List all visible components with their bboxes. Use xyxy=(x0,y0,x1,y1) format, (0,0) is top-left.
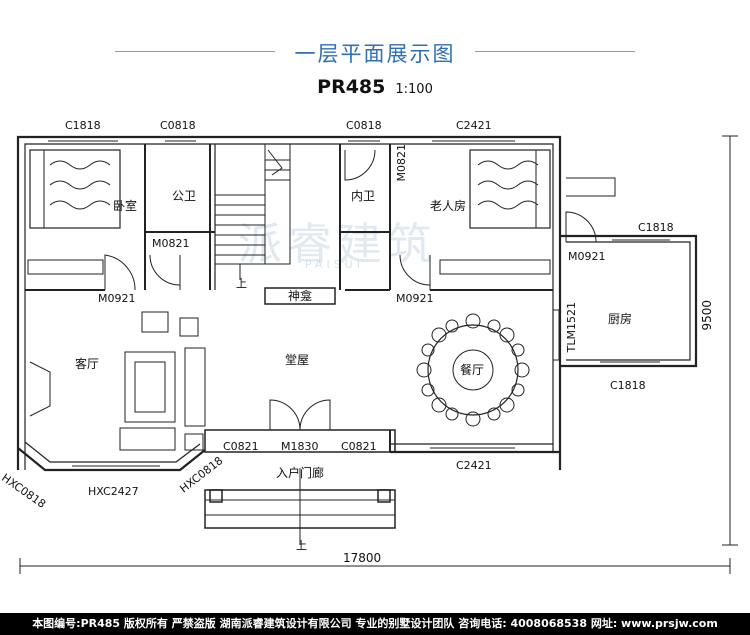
label-door-m0921-kitchen: M0921 xyxy=(568,250,606,263)
label-stair-up-inner: 上 xyxy=(236,277,247,290)
label-window-c1818-kitchen-bottom: C1818 xyxy=(610,379,646,392)
footer-copyright: 本图编号:PR485 版权所有 严禁盗版 湖南派睿建筑设计有限公司 专业的别墅设… xyxy=(0,613,750,635)
label-door-m0821-public-wc: M0821 xyxy=(152,237,190,250)
room-elder: 老人房 xyxy=(430,199,467,213)
plan-code-number: PR485 xyxy=(317,76,386,98)
room-living: 客厅 xyxy=(75,357,100,371)
page-title: 一层平面展示图 xyxy=(294,42,456,66)
title-rule-right xyxy=(475,51,635,52)
label-window-c0821-left: C0821 xyxy=(223,440,259,453)
plan-code: PR485 1:100 xyxy=(0,76,750,98)
label-door-m0821-inner-wc: M0821 xyxy=(395,144,408,182)
label-bay-window-hxc2427: HXC2427 xyxy=(88,485,139,498)
label-door-m0921-elder: M0921 xyxy=(396,292,434,305)
label-window-c2421-top: C2421 xyxy=(456,119,492,132)
room-public-wc: 公卫 xyxy=(172,189,197,203)
watermark-logo: 派睿建筑 xyxy=(238,219,438,270)
label-door-m0921-bedroom: M0921 xyxy=(98,292,136,305)
room-inner-wc: 内卫 xyxy=(351,189,376,203)
label-sliding-door-tlm1521: TLM1521 xyxy=(565,302,578,353)
room-bedroom: 卧室 xyxy=(113,199,138,213)
room-dining: 餐厅 xyxy=(460,363,485,377)
label-window-c0818-top-left: C0818 xyxy=(160,119,196,132)
label-window-c1818-top: C1818 xyxy=(65,119,101,132)
room-porch: 入户门廊 xyxy=(276,466,325,480)
room-hall: 堂屋 xyxy=(285,353,310,367)
dimension-depth: 9500 xyxy=(700,300,714,331)
room-shrine: 神龛 xyxy=(288,289,313,303)
plan-scale: 1:100 xyxy=(395,82,433,97)
label-door-m1830: M1830 xyxy=(281,440,319,453)
label-window-c1818-kitchen-top: C1818 xyxy=(638,221,674,234)
label-stair-up-porch: 上 xyxy=(296,539,307,552)
room-kitchen: 厨房 xyxy=(608,312,633,326)
watermark-sub: PAISUI xyxy=(305,258,364,271)
floor-plan-drawing xyxy=(16,135,738,574)
dimension-width: 17800 xyxy=(343,551,382,565)
title-rule-left xyxy=(115,51,275,52)
label-window-c2421-bottom: C2421 xyxy=(456,459,492,472)
label-window-c0821-right: C0821 xyxy=(341,440,377,453)
label-window-c0818-top-right: C0818 xyxy=(346,119,382,132)
